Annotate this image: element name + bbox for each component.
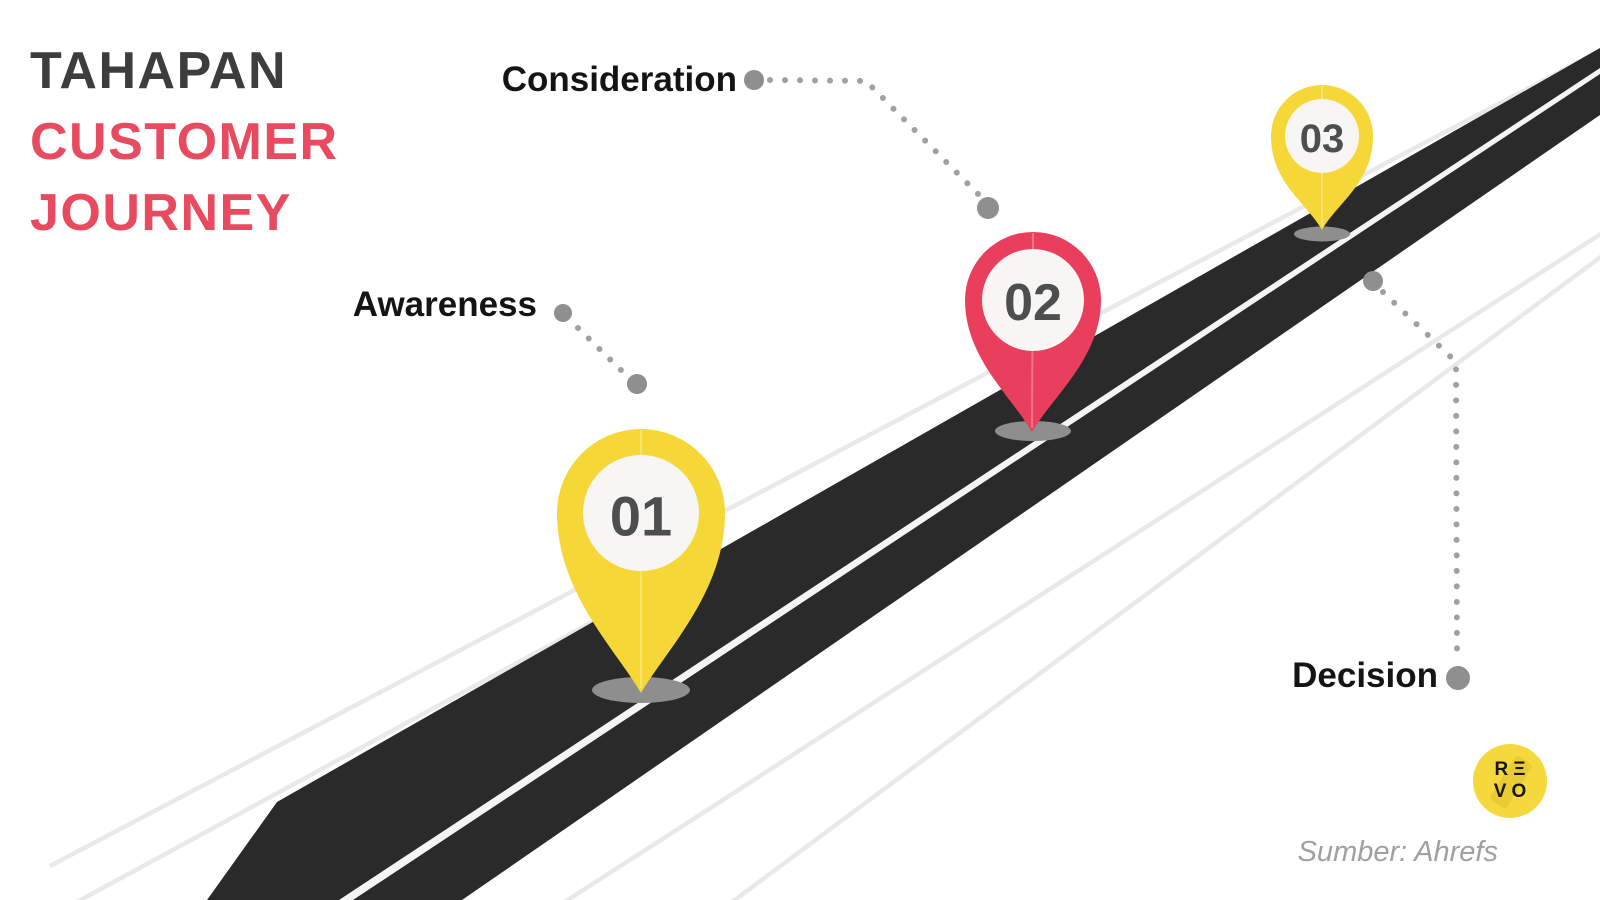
pin-decision: 03 bbox=[1271, 85, 1373, 230]
stage-label-consideration: Consideration bbox=[501, 60, 737, 99]
title-line-2: CUSTOMER bbox=[30, 113, 339, 171]
road bbox=[207, 48, 1600, 900]
logo-text-top: RΞ bbox=[1494, 759, 1531, 780]
pin-inner-circle bbox=[982, 249, 1084, 351]
connector-awareness bbox=[554, 304, 647, 394]
page-title: TAHAPAN CUSTOMER JOURNEY bbox=[30, 36, 339, 249]
connector-start-dot bbox=[1363, 271, 1383, 291]
connector-end-dot bbox=[1446, 666, 1470, 690]
connector-start-dot bbox=[554, 304, 572, 322]
decorative-line bbox=[730, 254, 1600, 900]
pin-shadow bbox=[1294, 226, 1350, 242]
logo-text-bottom: VO bbox=[1493, 781, 1532, 802]
pin-inner-circle bbox=[583, 455, 699, 571]
connector-dotted-line bbox=[767, 77, 985, 201]
title-line-3: JOURNEY bbox=[30, 184, 292, 242]
connector-dotted-line bbox=[575, 325, 626, 375]
source-note: Sumber: Ahrefs bbox=[1050, 836, 1550, 869]
connector-decision bbox=[1363, 271, 1470, 690]
pin-number: 01 bbox=[610, 485, 672, 548]
pin-shadow bbox=[995, 421, 1071, 441]
pin-inner-circle bbox=[1285, 99, 1359, 173]
pin-number: 03 bbox=[1300, 117, 1345, 161]
source-note-text: Sumber: Ahrefs bbox=[1297, 836, 1498, 868]
title-line-1: TAHAPAN bbox=[30, 42, 287, 100]
connector-end-dot bbox=[977, 197, 999, 219]
connector-end-dot bbox=[627, 374, 647, 394]
stage-label-decision: Decision bbox=[1292, 656, 1438, 695]
decorative-line bbox=[563, 231, 1600, 900]
pin-number: 02 bbox=[1004, 274, 1062, 332]
connector-consideration bbox=[744, 70, 999, 219]
pin-consideration: 02 bbox=[965, 232, 1101, 432]
revo-logo: RΞ VO bbox=[1473, 744, 1547, 818]
stage-label-awareness: Awareness bbox=[352, 285, 537, 324]
connector-start-dot bbox=[744, 70, 764, 90]
pin-awareness: 01 bbox=[557, 429, 725, 693]
connector-dotted-line bbox=[1380, 289, 1460, 665]
